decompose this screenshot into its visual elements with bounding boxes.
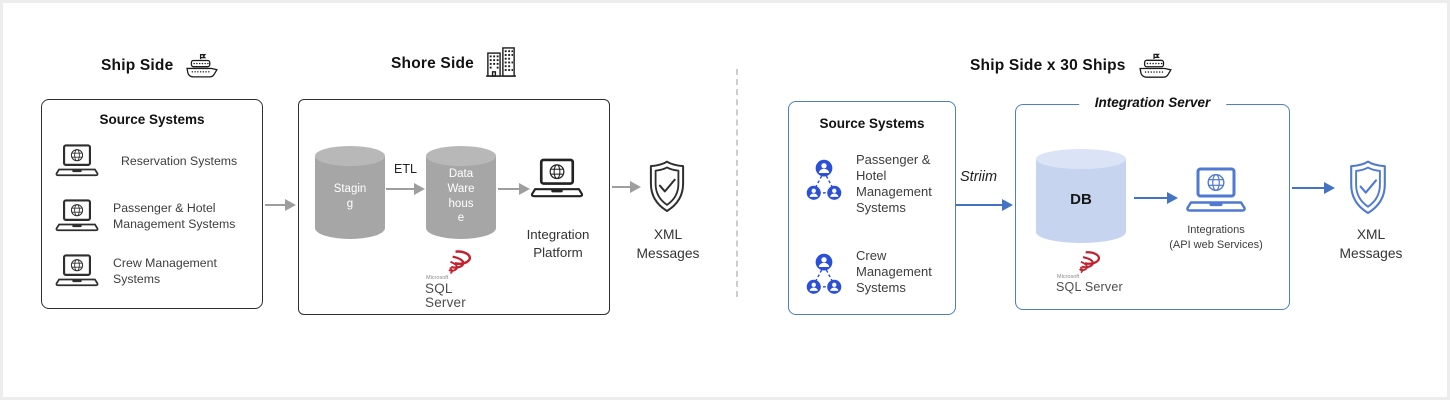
staging-db-cylinder: Stagin g [315,146,385,239]
xml-messages-label-left: XML Messages [636,227,700,262]
sql-server-swirl-icon [1072,251,1102,274]
arrow-server-to-xml [1292,182,1335,194]
source-row-crew: Crew Management Systems [805,248,956,296]
ship-side-title: Ship Side [101,56,174,74]
source-systems-box-left: Source Systems Reservation Systems Passe… [41,99,263,309]
source-systems-title: Source Systems [819,116,925,131]
sql-microsoft-label: Microsoft [426,275,449,281]
etl-label: ETL [394,162,417,176]
arrow-warehouse-to-platform [498,183,530,195]
source-systems-title: Source Systems [99,112,205,127]
shore-side-header: Shore Side [391,50,516,78]
shield-check-icon [644,159,690,215]
db-label: DB [1070,191,1092,209]
people-network-icon [805,158,843,202]
sql-server-label: SQL Server [425,280,466,310]
striim-arrow [956,199,1013,211]
section-divider [736,69,738,297]
source-row-passenger-hotel: Passenger & Hotel Management Systems [54,199,265,235]
shield-check-icon [1344,159,1392,217]
arrow-source-to-shore [265,199,296,211]
xml-messages-label-right: XML Messages [1339,227,1403,262]
etl-arrow [386,183,425,195]
sql-microsoft-label: Microsoft [1057,274,1080,280]
db-cylinder: DB [1036,149,1126,243]
buildings-icon [486,46,516,78]
data-warehouse-cylinder: Data Ware hous e [426,146,496,239]
integrations-laptop-icon [1184,167,1248,217]
sql-server-logo: Microsoft SQL Server [425,250,495,310]
laptop-icon [54,254,100,290]
crew-systems-label: Crew Management Systems [856,248,932,295]
integration-server-box: Integration Server DB Microsoft SQL Serv… [1015,95,1290,310]
source-systems-box-right: Source Systems Passenger & Hotel Managem… [788,101,956,315]
ship-side-x30-header: Ship Side x 30 Ships [970,52,1172,79]
integrations-label: Integrations (API web Services) [1169,224,1263,251]
sql-server-label: SQL Server [1056,279,1123,294]
source-row-reservation: Reservation Systems [54,144,273,180]
arrow-db-to-integrations [1134,192,1178,204]
staging-db-label: Stagin g [333,182,367,210]
laptop-icon [54,199,100,235]
people-network-icon [805,252,843,296]
shore-platform-box: Stagin g ETL Data Ware hous e Integratio… [298,99,610,315]
passenger-hotel-label: Passenger & Hotel Management Systems [856,152,932,215]
laptop-icon [54,144,100,180]
integration-platform-laptop-icon [529,158,585,202]
striim-label: Striim [960,169,998,185]
data-warehouse-label: Data Ware hous e [447,167,475,225]
passenger-hotel-label: Passenger & Hotel Management Systems [113,201,236,231]
shore-side-title: Shore Side [391,55,474,72]
arrow-shore-to-xml [612,181,641,193]
integration-platform-label: Integration Platform [526,227,590,260]
ship-side-header: Ship Side [101,52,218,79]
ship-icon [1138,52,1172,79]
ship-icon [185,52,218,79]
crew-systems-label: Crew Management Systems [113,256,217,286]
sql-server-logo: Microsoft SQL Server [1056,251,1126,294]
sql-server-swirl-icon [441,250,473,275]
reservation-systems-label: Reservation Systems [121,154,238,168]
integration-server-title: Integration Server [1078,95,1227,110]
source-row-crew: Crew Management Systems [54,254,265,290]
ship-side-x30-title: Ship Side x 30 Ships [970,56,1126,74]
source-row-passenger-hotel: Passenger & Hotel Management Systems [805,152,956,215]
